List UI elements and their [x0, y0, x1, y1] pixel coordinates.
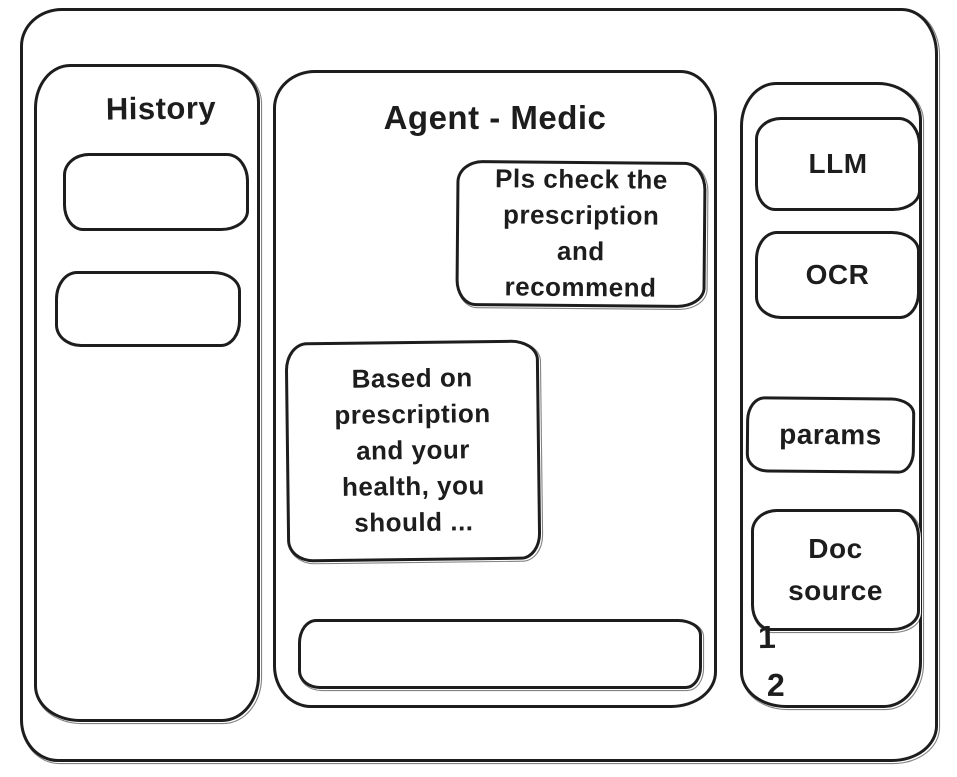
history-panel-title: History	[105, 90, 217, 127]
tool-button-llm[interactable]: LLM	[755, 117, 921, 211]
doc-source-item-2[interactable]: 2	[766, 666, 785, 704]
history-panel: History	[34, 64, 260, 722]
tool-button-params[interactable]: params	[745, 396, 916, 474]
message-bubble-user: Pls check the prescription and recommend	[455, 159, 707, 309]
history-item[interactable]	[55, 271, 241, 347]
chat-panel: Agent - Medic Pls check the prescription…	[273, 70, 717, 708]
chat-input[interactable]	[298, 619, 702, 689]
chat-panel-title: Agent - Medic	[383, 99, 607, 136]
history-item[interactable]	[63, 153, 249, 231]
tool-button-doc-source[interactable]: Doc source	[751, 509, 920, 631]
tool-button-ocr[interactable]: OCR	[755, 231, 920, 319]
message-bubble-assistant: Based on prescription and your health, y…	[284, 339, 542, 563]
tools-panel: LLM OCR params Doc source 1 2	[740, 82, 922, 708]
doc-source-item-1[interactable]: 1	[757, 618, 777, 656]
